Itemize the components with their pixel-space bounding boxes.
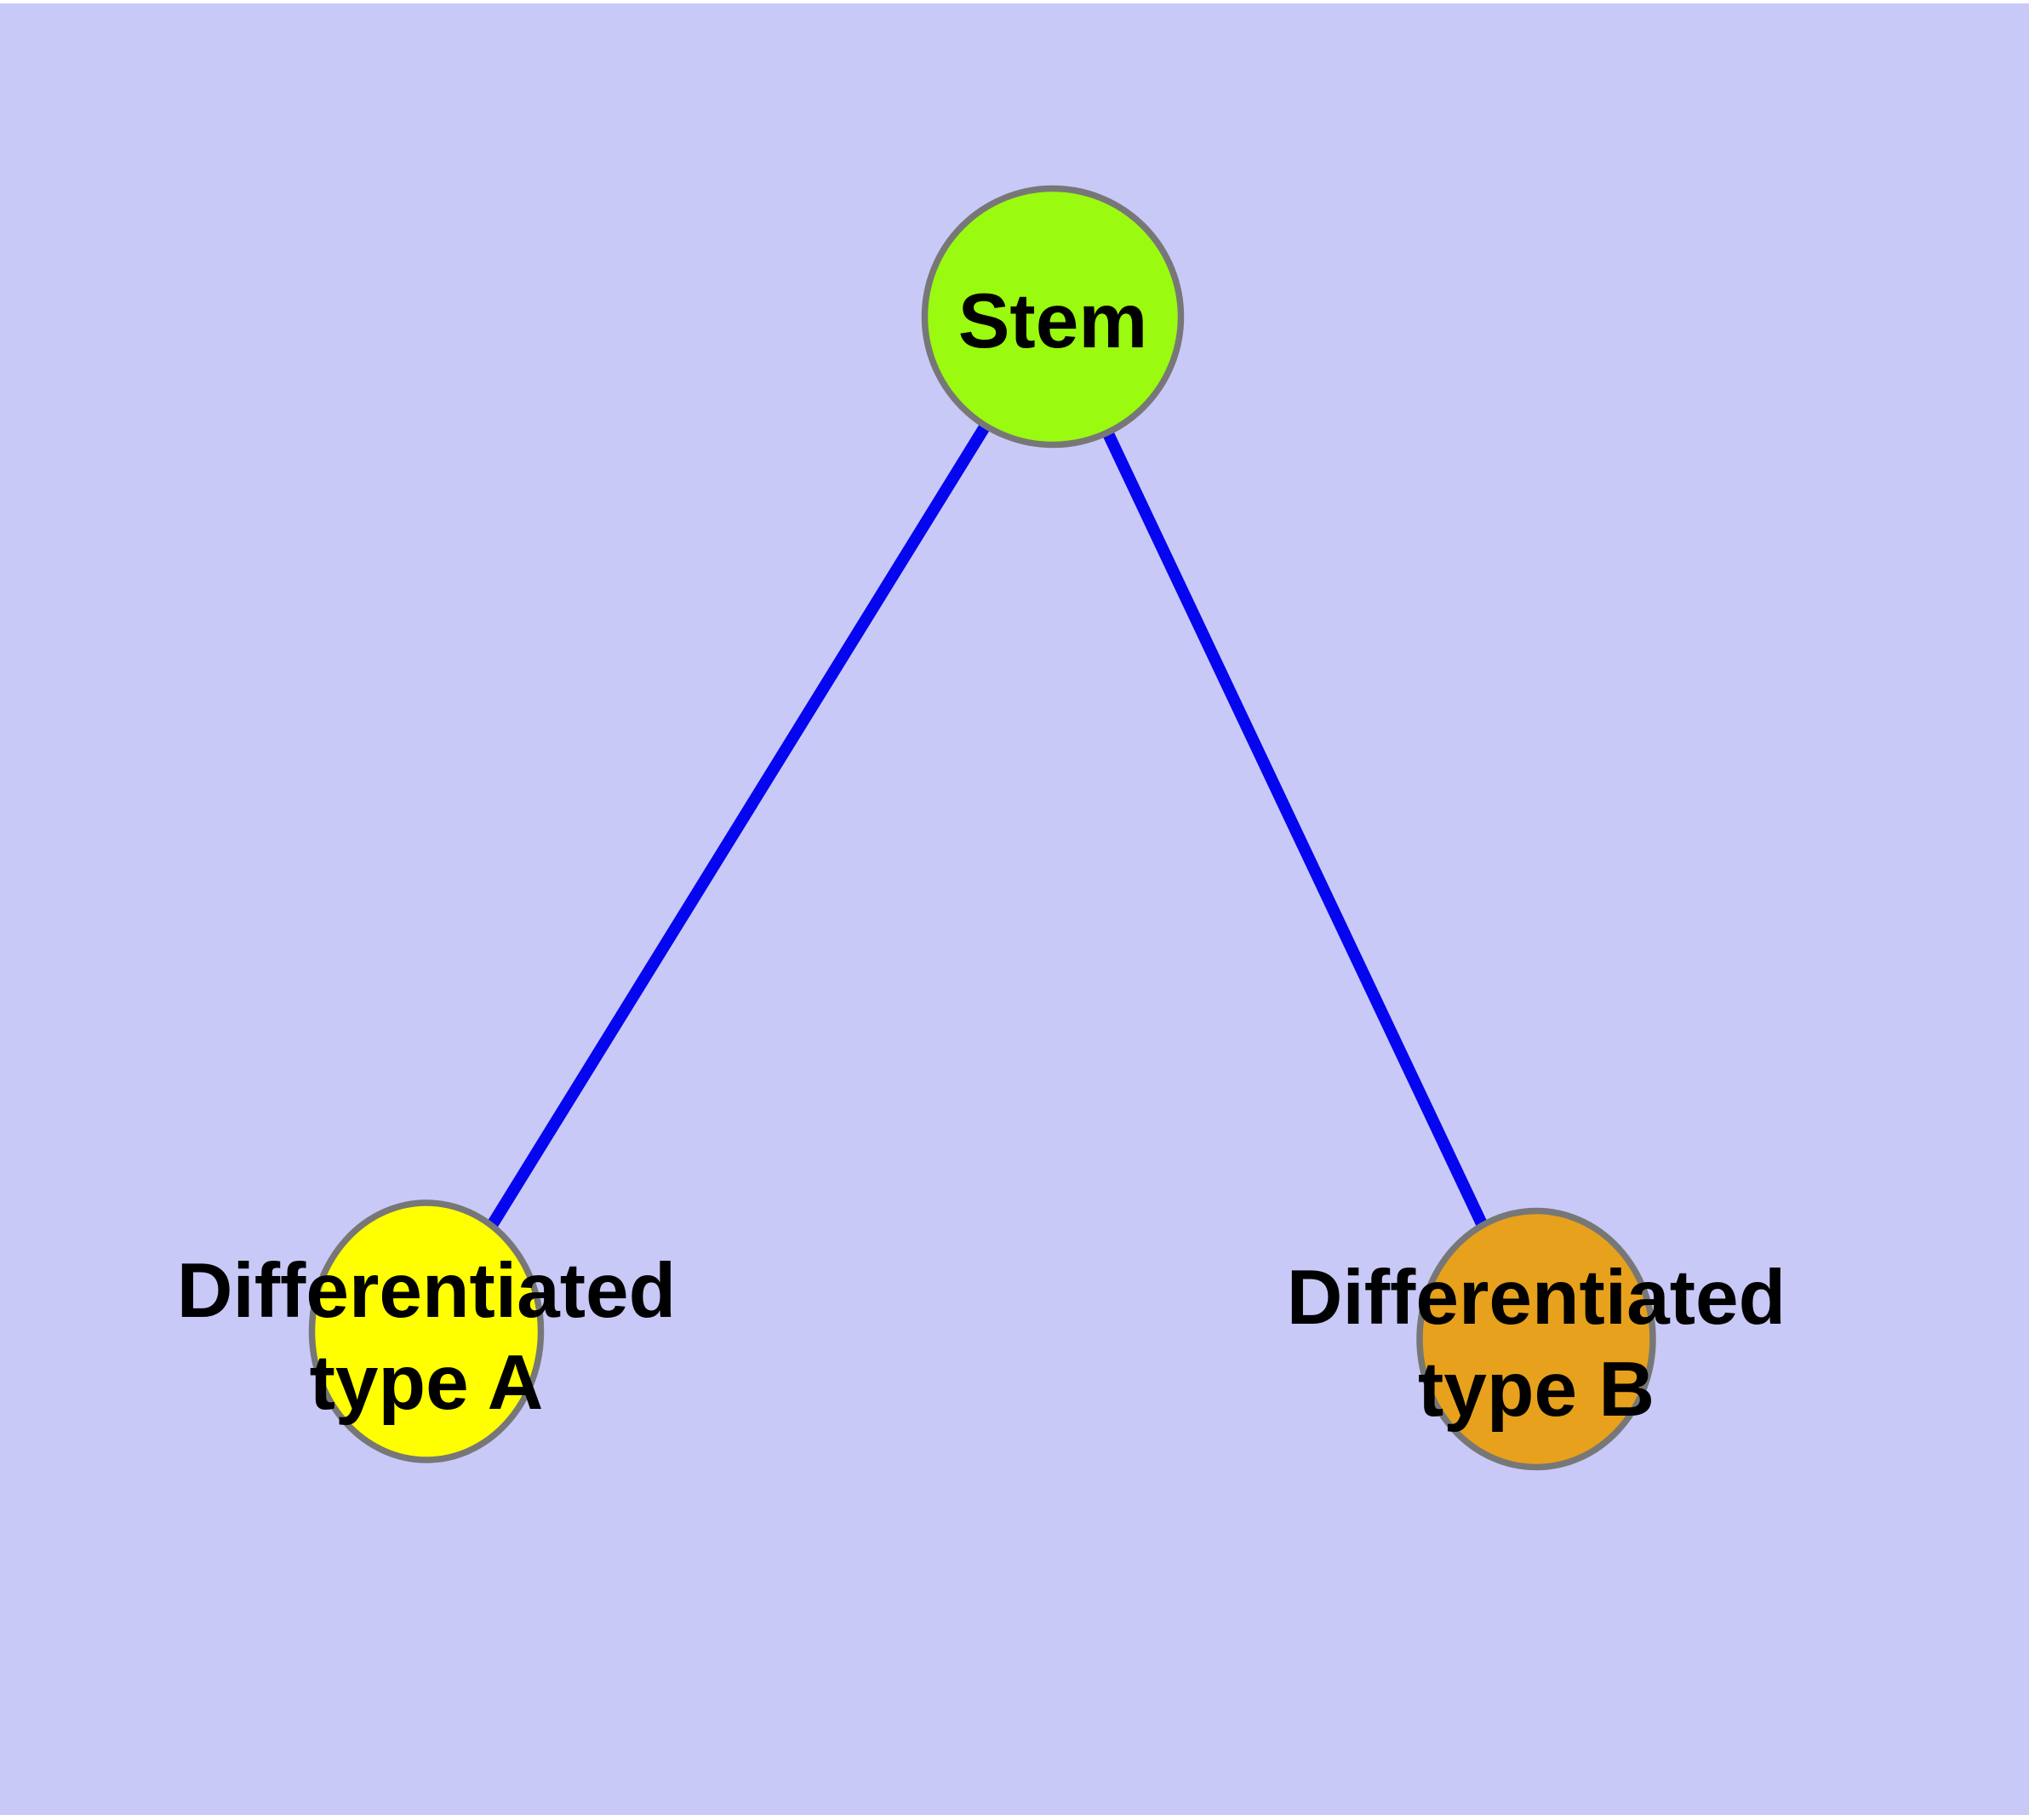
edge-stem-to-type-a: [421, 313, 1058, 1335]
edge-stem-to-type-b: [1047, 314, 1542, 1342]
type-a-label-line-1: Differentiated: [177, 1248, 677, 1334]
differentiated-type-a-node: [308, 1199, 545, 1463]
type-b-label-line-2: type B: [1418, 1347, 1655, 1433]
type-a-label-line-2: type A: [310, 1340, 544, 1426]
differentiated-type-b-node: [1416, 1207, 1656, 1471]
stem-node-label: Stem: [958, 278, 1148, 364]
type-b-label-line-1: Differentiated: [1287, 1255, 1786, 1341]
stem-node: [921, 185, 1185, 449]
